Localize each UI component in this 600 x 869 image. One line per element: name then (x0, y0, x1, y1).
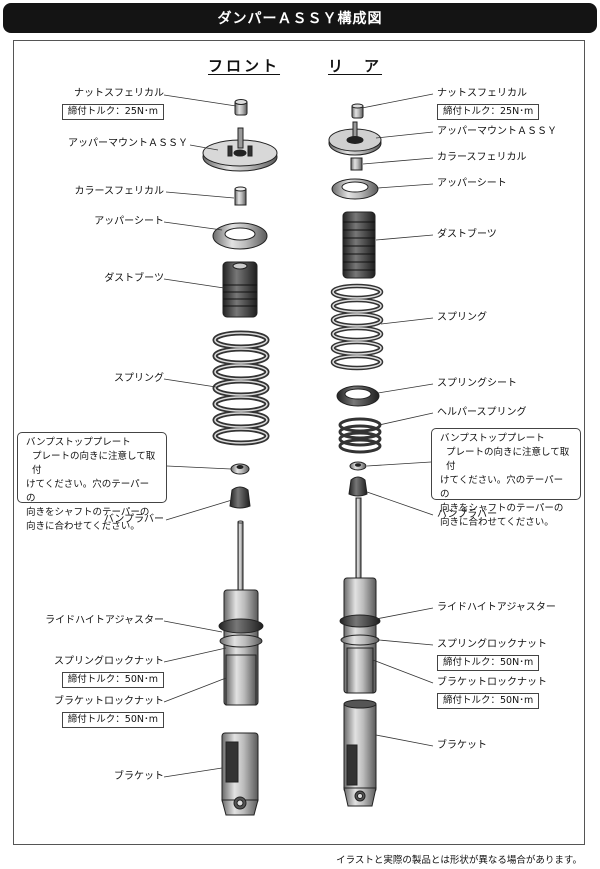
front-bracket-label: ブラケット (114, 771, 164, 782)
front-upper-mount-part (202, 127, 278, 172)
rear-note-line: けてください。穴のテーパーの (440, 475, 564, 500)
front-spring-lock-label: スプリングロックナット (54, 656, 164, 667)
front-ride-height-label: ライドハイトアジャスター (45, 615, 164, 626)
front-upper-mount-label: アッパーマウントＡＳＳＹ (68, 138, 188, 149)
front-collar-part (234, 186, 247, 206)
front-nut-part (234, 99, 248, 116)
front-parts (202, 99, 278, 816)
rear-dust-boot-label: ダストブーツ (437, 229, 497, 240)
rear-bracket-label: ブラケット (437, 740, 487, 751)
rear-note-line: 向きをシャフトのテーパーの (440, 503, 564, 514)
rear-parts (328, 103, 384, 807)
rear-nut-torque: 締付トルク：25N･m (437, 104, 540, 120)
rear-upper-seat-label: アッパーシート (437, 178, 507, 189)
rear-ride-height-label: ライドハイトアジャスター (437, 602, 556, 613)
rear-spring-seat-label: スプリングシート (437, 378, 517, 389)
rear-bracket-lock-torque: 締付トルク：50N･m (437, 693, 540, 709)
rear-bump-plate-part (349, 461, 367, 471)
rear-nut-label: ナットスフェリカル (437, 88, 527, 99)
front-dust-boot-label: ダストブーツ (104, 273, 164, 284)
rear-collar-label: カラースフェリカル (437, 152, 527, 163)
diagram-frame (13, 40, 585, 845)
rear-upper-seat-part (331, 178, 379, 200)
leader-lines (163, 93, 434, 778)
rear-bump-rubber-label: バンプラバー (437, 509, 498, 520)
front-bump-plate-note: バンプストッププレート プレートの向きに注意して取付 けてください。穴のテーパー… (17, 432, 167, 532)
rear-note-title: バンプストッププレート (440, 433, 545, 444)
front-bracket-part (221, 732, 259, 816)
disclaimer-text: イラストと実際の製品とは形状が異なる場合があります。 (336, 855, 582, 866)
page-title: ダンパーＡＳＳＹ構成図 (217, 11, 383, 27)
rear-dust-boot-part (342, 211, 376, 279)
rear-bump-rubber-part (348, 476, 368, 497)
rear-collar-part (350, 157, 363, 171)
rear-damper-body-part (339, 497, 381, 694)
front-dust-boot-part (222, 261, 258, 318)
rear-spring-lock-label: スプリングロックナット (437, 639, 547, 650)
front-damper-body-part (218, 520, 264, 706)
rear-upper-mount-label: アッパーマウントＡＳＳＹ (437, 126, 557, 137)
front-bump-plate-part (230, 463, 250, 475)
front-spring-label: スプリング (114, 373, 164, 384)
front-bump-rubber-label: バンプラバー (103, 514, 164, 525)
front-note-line: 向きに合わせてください。 (26, 521, 140, 532)
front-bracket-lock-torque: 締付トルク：50N･m (61, 712, 164, 728)
front-nut-torque: 締付トルク：25N･m (61, 104, 164, 120)
front-column-heading: フロント (208, 57, 281, 75)
rear-nut-part (351, 103, 364, 119)
rear-helper-spring-part (338, 417, 382, 454)
rear-spring-label: スプリング (437, 312, 487, 323)
front-note-line: 向きをシャフトのテーパーの (26, 507, 150, 518)
rear-note-line: プレートの向きに注意して取付 (446, 447, 570, 472)
front-collar-label: カラースフェリカル (74, 186, 165, 197)
front-bracket-lock-label: ブラケットロックナット (54, 696, 164, 707)
rear-bracket-part (343, 699, 377, 807)
rear-spring-lock-torque: 締付トルク：50N･m (437, 655, 540, 671)
front-note-line: プレートの向きに注意して取付 (32, 451, 156, 476)
rear-bump-plate-note: バンプストッププレート プレートの向きに注意して取付 けてください。穴のテーパー… (431, 428, 581, 528)
front-bump-rubber-part (229, 486, 251, 509)
front-upper-seat-label: アッパーシート (94, 216, 164, 227)
rear-spring-seat-part (336, 385, 380, 407)
rear-bracket-lock-label: ブラケットロックナット (437, 677, 547, 688)
front-nut-label: ナットスフェリカル (74, 88, 164, 99)
rear-column-heading: リ ア (328, 57, 383, 75)
rear-helper-spring-label: ヘルパースプリング (437, 407, 527, 418)
front-note-line: けてください。穴のテーパーの (26, 479, 150, 504)
rear-note-line: 向きに合わせてください。 (440, 517, 554, 528)
front-upper-seat-part (212, 222, 268, 250)
front-note-title: バンプストッププレート (26, 437, 131, 448)
title-bar: ダンパーＡＳＳＹ構成図 (3, 3, 597, 33)
front-spring-lock-torque: 締付トルク：50N･m (61, 672, 164, 688)
rear-upper-mount-part (328, 121, 382, 156)
